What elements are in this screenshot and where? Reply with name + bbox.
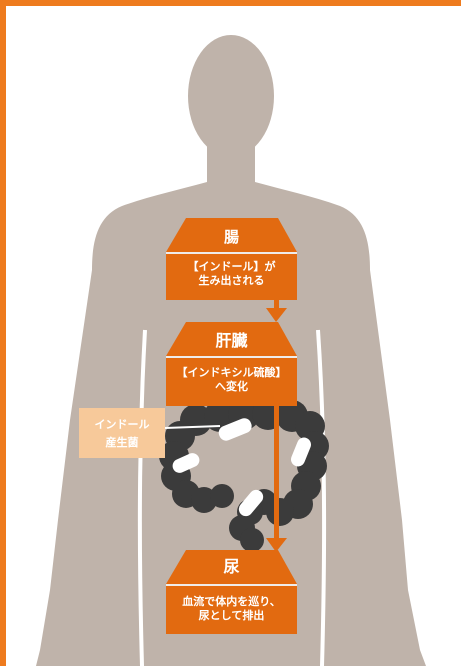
stage-desc-line: 【インドール】が (188, 260, 276, 273)
bacteria-label: インドール 産生菌 (79, 408, 165, 458)
stage-intestine: 腸 【インドール】が 生み出される (166, 218, 297, 300)
stage-desc-line: 生み出される (199, 274, 265, 287)
stage-description: 血流で体内を巡り、 尿として排出 (166, 595, 297, 624)
arrow-shaft (274, 406, 279, 540)
stage-title: 肝臓 (166, 333, 297, 349)
stage-desc-line: 血流で体内を巡り、 (182, 595, 281, 608)
stage-liver: 肝臓 【インドキシル硫酸】 へ変化 (166, 322, 297, 406)
frame-top-border (0, 0, 461, 6)
bacteria-label-line: 産生菌 (79, 437, 165, 448)
stage-title: 腸 (166, 230, 297, 245)
stage-desc-line: へ変化 (215, 380, 248, 393)
frame-left-border (0, 0, 6, 666)
stage-urine: 尿 血流で体内を巡り、 尿として排出 (166, 550, 297, 634)
stage-desc-line: 尿として排出 (199, 609, 265, 622)
bacteria-label-line: インドール (79, 419, 165, 430)
stage-description: 【インドキシル硫酸】 へ変化 (166, 366, 297, 395)
stage-desc-line: 【インドキシル硫酸】 (177, 366, 287, 379)
stage-title: 尿 (166, 559, 297, 575)
stage-description: 【インドール】が 生み出される (166, 260, 297, 289)
